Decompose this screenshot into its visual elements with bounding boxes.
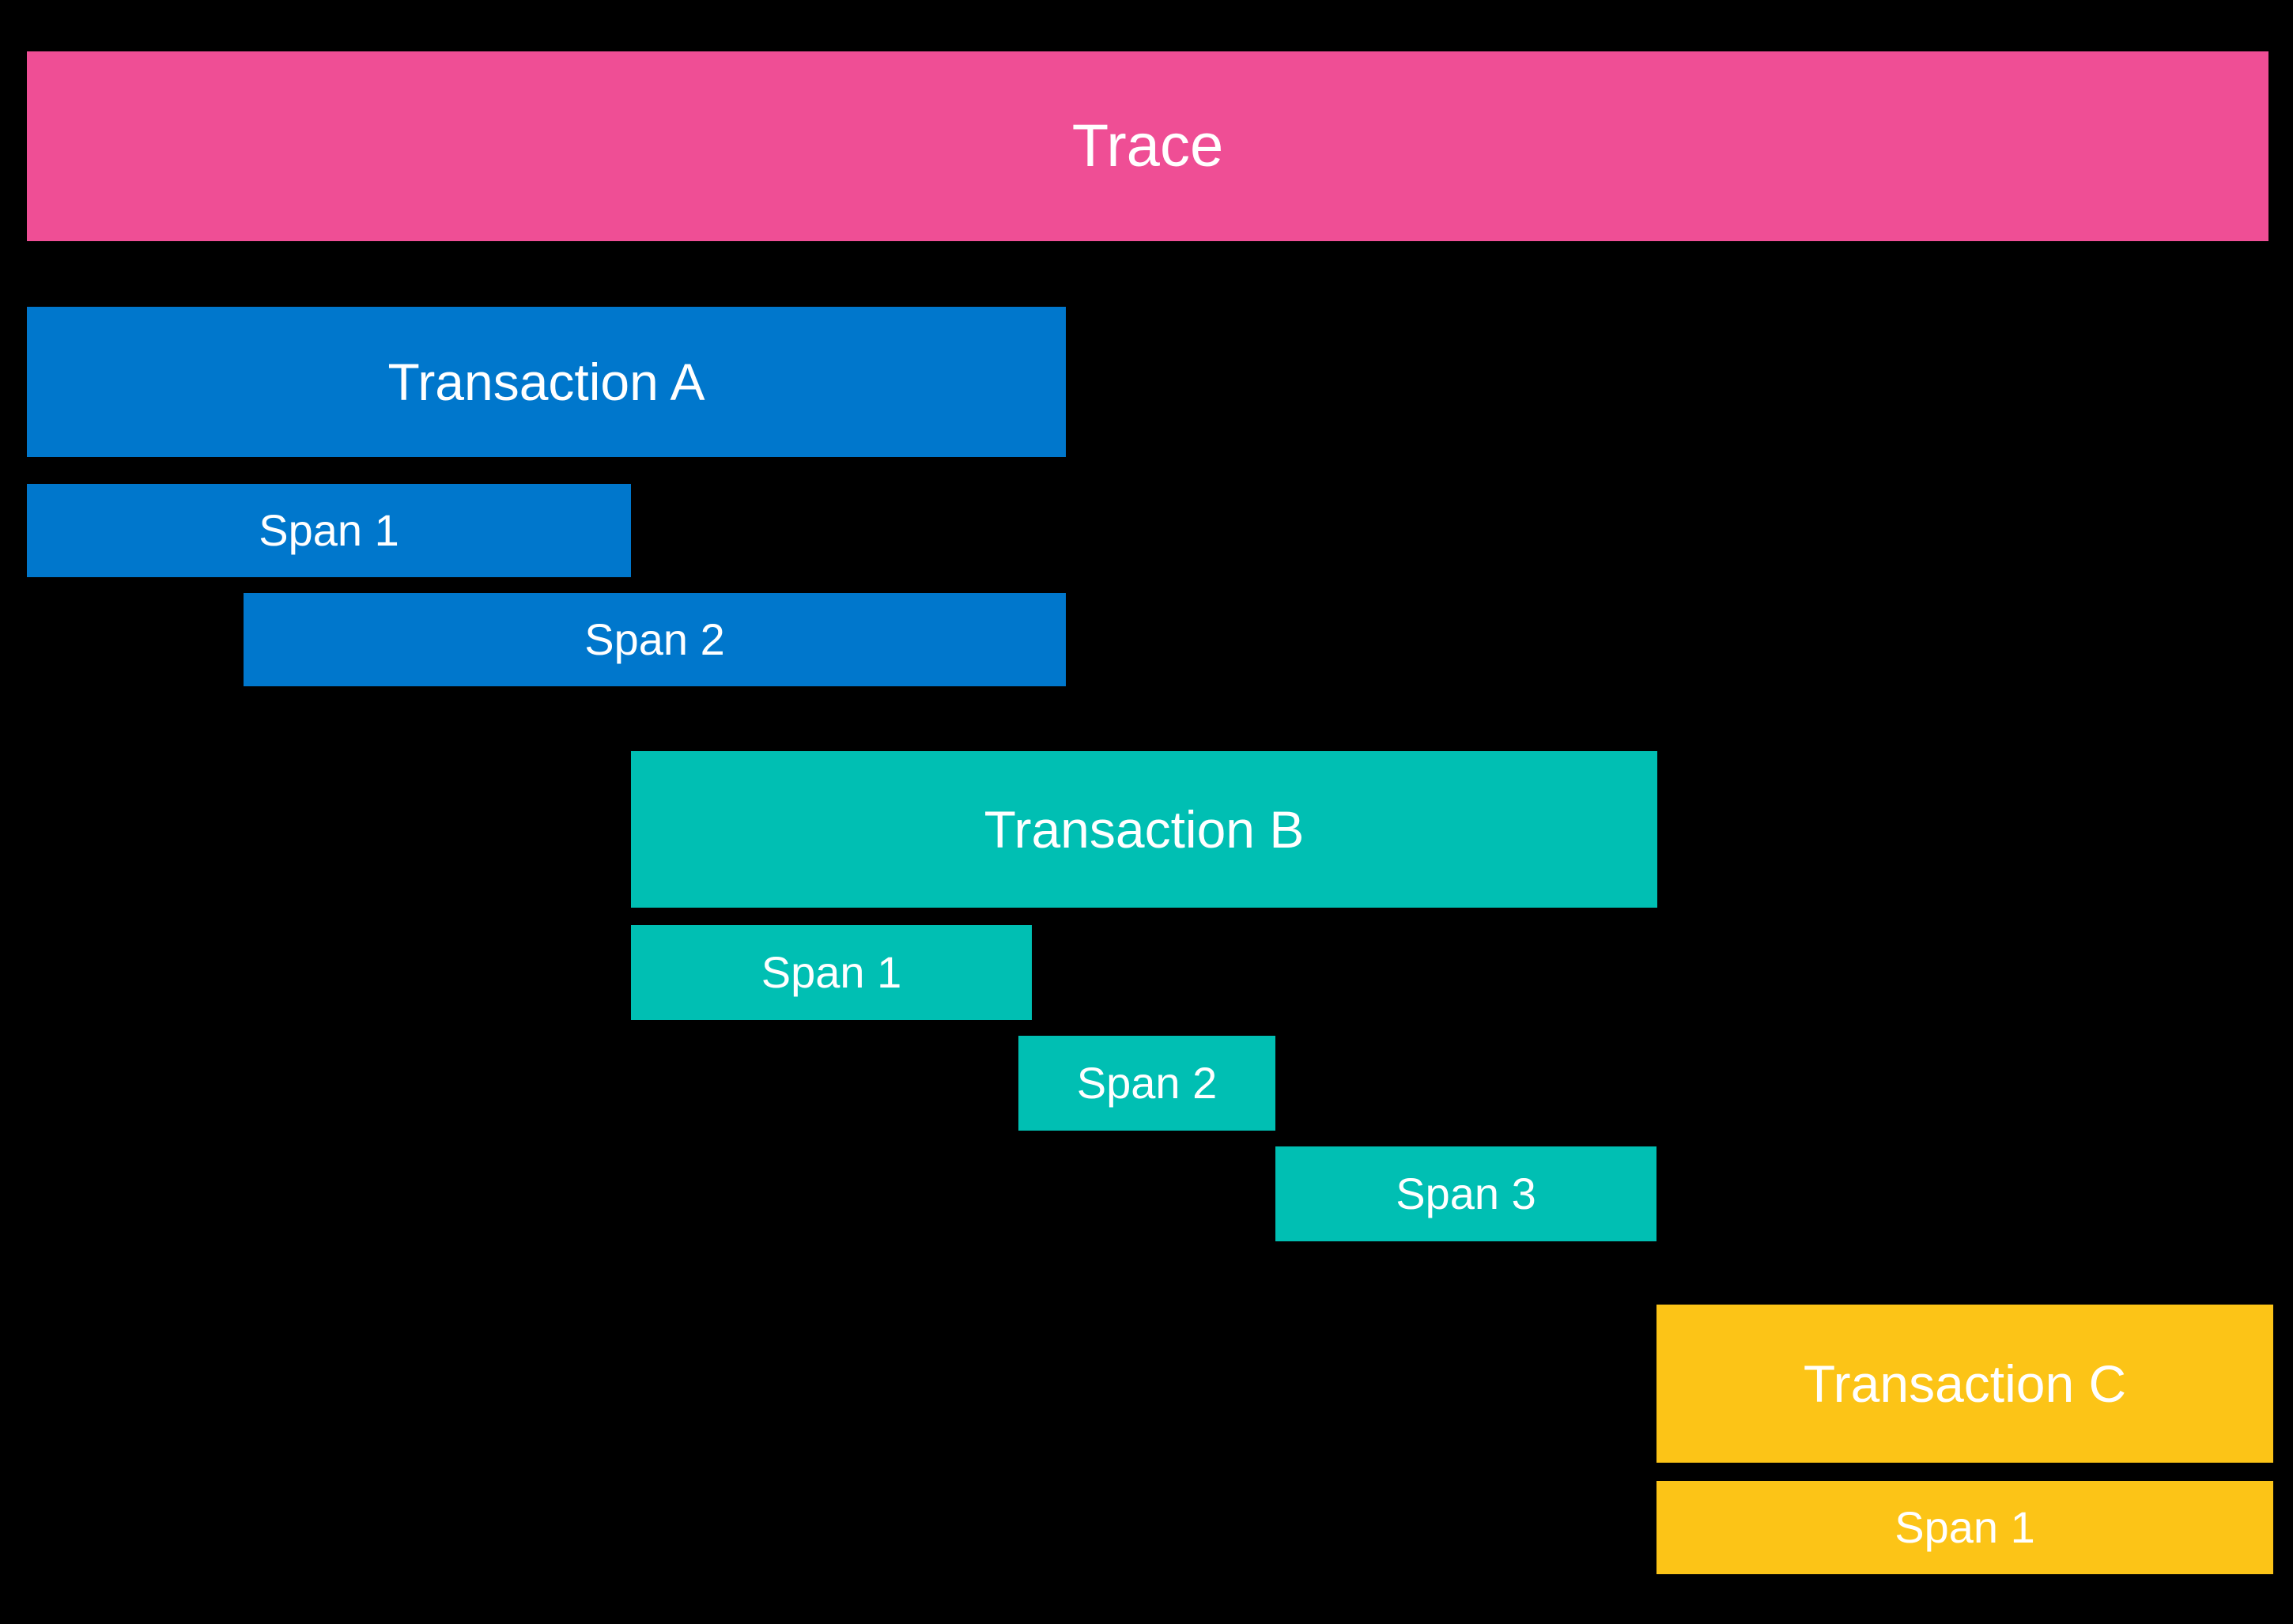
bar-transaction-b-span-3: Span 3 xyxy=(1275,1146,1656,1241)
bar-transaction-c-span-1: Span 1 xyxy=(1656,1481,2273,1574)
transaction-b-span-2-label: Span 2 xyxy=(1076,1058,1218,1108)
bar-transaction-c: Transaction C xyxy=(1656,1305,2273,1463)
transaction-a-span-2-label: Span 2 xyxy=(584,614,725,664)
bar-transaction-b-span-2: Span 2 xyxy=(1018,1036,1275,1131)
bar-transaction-a: Transaction A xyxy=(27,307,1066,457)
transaction-c-label: Transaction C xyxy=(1803,1354,2127,1413)
bar-transaction-a-span-2: Span 2 xyxy=(244,593,1066,686)
bar-transaction-b-span-1: Span 1 xyxy=(631,925,1032,1020)
trace-label: Trace xyxy=(1071,112,1224,179)
transaction-b-span-1-label: Span 1 xyxy=(761,947,902,997)
transaction-c-span-1-label: Span 1 xyxy=(1894,1502,2035,1552)
bar-transaction-a-span-1: Span 1 xyxy=(27,484,631,577)
transaction-a-span-1-label: Span 1 xyxy=(259,505,399,555)
transaction-a-label: Transaction A xyxy=(387,353,705,411)
bar-trace: Trace xyxy=(27,51,2268,241)
transaction-b-label: Transaction B xyxy=(984,800,1305,859)
bar-transaction-b: Transaction B xyxy=(631,751,1657,908)
transaction-b-span-3-label: Span 3 xyxy=(1396,1169,1536,1218)
